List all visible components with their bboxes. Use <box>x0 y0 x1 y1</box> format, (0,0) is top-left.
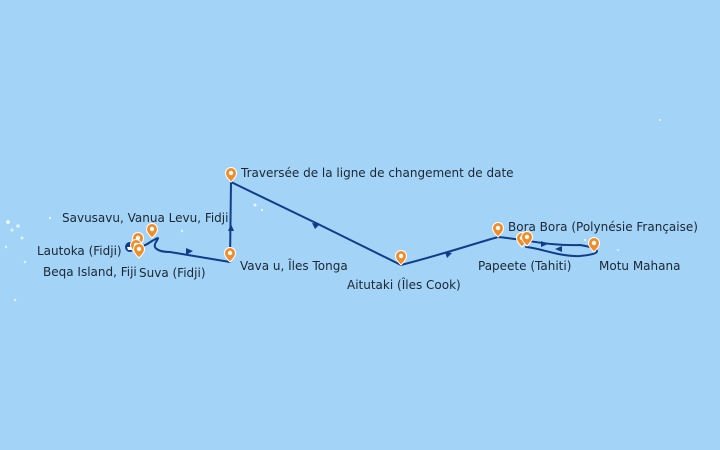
island-dot <box>6 220 10 224</box>
port-label-papeete: Papeete (Tahiti) <box>478 259 572 273</box>
port-label-savusavu: Savusavu, Vanua Levu, Fidji <box>62 211 229 225</box>
port-label-vavau: Vava u, Îles Tonga <box>240 259 348 273</box>
map-pin-icon[interactable] <box>223 247 237 263</box>
route-arrow-icon <box>445 252 452 258</box>
island-dot <box>16 224 20 228</box>
map-pin-icon[interactable] <box>587 237 601 253</box>
island-dot <box>659 119 661 121</box>
island-dot <box>260 208 264 212</box>
route-arrow-icon <box>228 224 234 231</box>
island-dot <box>13 298 17 302</box>
port-label-borabora: Bora Bora (Polynésie Française) <box>508 220 698 234</box>
route-arrow-icon <box>186 248 193 255</box>
island-dot <box>48 216 52 220</box>
port-label-beqa: Beqa Island, Fiji <box>43 265 137 279</box>
port-label-lautoka: Lautoka (Fidji) <box>37 244 122 258</box>
map-pin-icon[interactable] <box>394 250 408 266</box>
route-arrow-icon <box>541 241 548 247</box>
island-dot <box>20 236 24 240</box>
map-pin-icon[interactable] <box>145 223 159 239</box>
port-label-aitutaki: Aitutaki (Îles Cook) <box>347 278 461 292</box>
island-dot <box>10 228 14 232</box>
islands <box>4 119 661 302</box>
port-label-suva: Suva (Fidji) <box>139 266 206 280</box>
island-dot <box>180 229 184 233</box>
map-pin-icon[interactable] <box>491 222 505 238</box>
route-arrow-icon <box>312 223 320 229</box>
island-dot <box>583 238 587 242</box>
port-label-traversee: Traversée de la ligne de changement de d… <box>241 166 514 180</box>
port-pins <box>129 167 601 266</box>
island-dot <box>253 203 257 207</box>
map-pin-icon[interactable] <box>520 231 534 247</box>
island-dot <box>4 245 8 249</box>
cruise-route-line <box>130 181 598 266</box>
route-arrow-icon <box>555 246 562 252</box>
map-pin-icon[interactable] <box>224 167 238 183</box>
port-label-motumahana: Motu Mahana <box>599 259 681 273</box>
map-pin-icon[interactable] <box>132 243 146 259</box>
route-arrows <box>186 223 562 258</box>
island-dot <box>617 249 619 251</box>
island-dot <box>23 260 27 264</box>
